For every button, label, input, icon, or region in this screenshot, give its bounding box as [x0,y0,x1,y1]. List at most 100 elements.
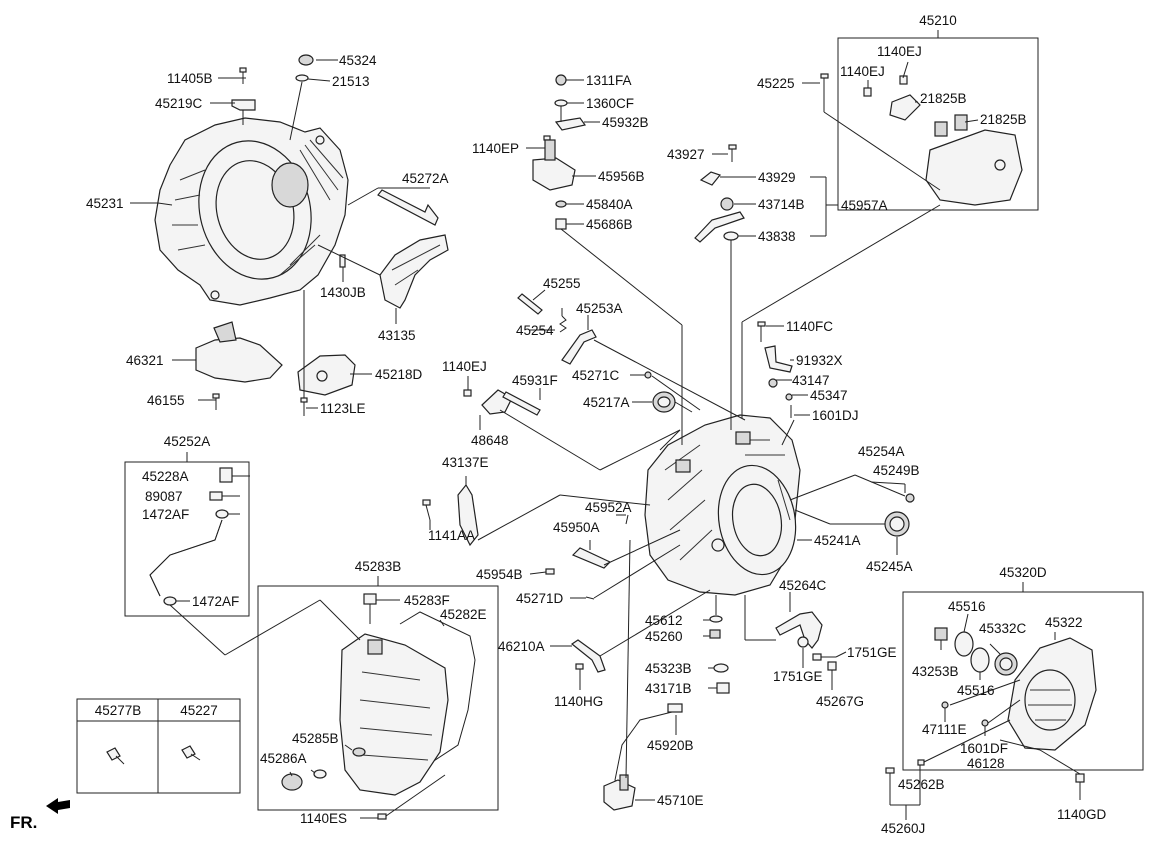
bolt-1140es [377,813,387,820]
strainer-46321 [195,321,283,383]
group-header-45320d: 45320D [999,565,1047,580]
label-1601dj: 1601DJ [812,408,859,423]
label-91932x: 91932X [796,353,843,368]
bolt-1140fc [757,321,766,342]
label-1311fa: 1311FA [586,73,632,88]
group-box-45210 [837,30,1039,211]
label-1141aa: 1141AA [428,528,475,543]
bracket-45218d [297,354,356,396]
pipe-45264c [775,611,823,649]
label-45286a: 45286A [260,751,307,766]
label-11405b: 11405B [167,71,213,86]
shield-43135 [379,234,449,309]
pin-47111e [941,701,949,709]
label-43147: 43147 [792,373,830,388]
bolt-45227-icon [181,745,201,761]
label-45516-a: 45516 [948,599,986,614]
oring-45516-b [970,647,990,673]
label-43171b: 43171B [645,681,692,696]
bolt-45954b [545,568,555,575]
plug-43147 [768,378,778,388]
pin-1601df [981,719,989,727]
label-45285b: 45285B [292,731,339,746]
spring-45254 [559,315,567,333]
bolt-11405b [239,67,247,84]
group-header-45252a: 45252A [164,434,211,449]
label-43838: 43838 [758,229,796,244]
label-45255: 45255 [543,276,581,291]
bolt-43927 [728,144,737,162]
label-45283f: 45283F [404,593,450,608]
label-1140fc: 1140FC [786,319,833,334]
label-45272a: 45272A [402,171,449,186]
bolt-1140ej-c [463,389,472,397]
oring-45612 [709,615,723,623]
label-45231: 45231 [86,196,124,211]
oring-45840a [555,200,567,208]
seal-45332c [994,652,1018,676]
bolt-89087 [209,491,223,501]
label-1140hg: 1140HG [554,694,603,709]
seal-45245a [884,511,910,537]
label-1751ge-b: 1751GE [773,669,823,684]
label-1123le: 1123LE [320,401,366,416]
clamp-1472af-b [163,596,177,606]
nut-1311fa [555,74,567,86]
front-orientation-label: FR. [10,813,37,832]
plug-45249b [905,493,915,503]
label-43137e: 43137E [442,455,489,470]
vent-45228a [219,467,233,483]
label-43927: 43927 [667,147,705,162]
bolt-45283f [363,593,377,624]
transaxle-housing-45241a [644,414,801,596]
label-45952a: 45952A [585,500,632,515]
label-1430jb: 1430JB [320,285,366,300]
label-45271c: 45271C [572,368,620,383]
label-46128: 46128 [967,756,1005,771]
nut-43714b [720,197,734,211]
label-21825b-b: 21825B [980,112,1027,127]
label-21513: 21513 [332,74,370,89]
washer-45286a-ring [313,769,327,779]
hose-43929 [699,171,722,186]
plug-45271c [644,371,652,379]
bolt-1140hg [575,663,584,680]
label-45931f: 45931F [512,373,558,388]
bolt-45267g [827,661,837,680]
label-45612: 45612 [645,613,683,628]
label-1472af-b: 1472AF [192,594,239,609]
bolt-1140ej-b [863,87,872,97]
washer-1360cf [554,99,568,107]
label-45254: 45254 [516,323,554,338]
label-1140ep: 1140EP [472,141,519,156]
leader-lines [130,59,1081,820]
lever-45253a [561,329,597,365]
front-direction-arrow-icon [46,798,70,814]
clamp-1472af-a [215,509,229,519]
label-48648: 48648 [471,433,509,448]
bolt-table [76,698,241,794]
label-45322: 45322 [1045,615,1083,630]
label-45249b: 45249B [873,463,920,478]
bracket-46210a [570,639,606,673]
label-45710e: 45710E [657,793,704,808]
label-45253a: 45253A [576,301,623,316]
label-45219c: 45219C [155,96,203,111]
washer-45323b [713,663,729,673]
label-45324: 45324 [339,53,377,68]
label-45920b: 45920B [647,738,694,753]
label-47111e: 47111E [922,722,967,737]
mount-bracket-45210 [925,129,1023,206]
pin-45952a [625,514,629,525]
label-45282e: 45282E [440,607,487,622]
bolt-table-header-45277b: 45277B [95,703,142,718]
label-45260: 45260 [645,629,683,644]
label-45262b: 45262B [898,777,945,792]
callout-labels: 45210 45252A 45283B 45320D 45277B 45227 … [10,13,1107,836]
plug-45286a [281,773,303,791]
oil-pan-45283b [339,633,449,796]
label-45267g: 45267G [816,694,864,709]
label-45264c: 45264C [779,578,827,593]
ball-45347 [785,393,793,401]
